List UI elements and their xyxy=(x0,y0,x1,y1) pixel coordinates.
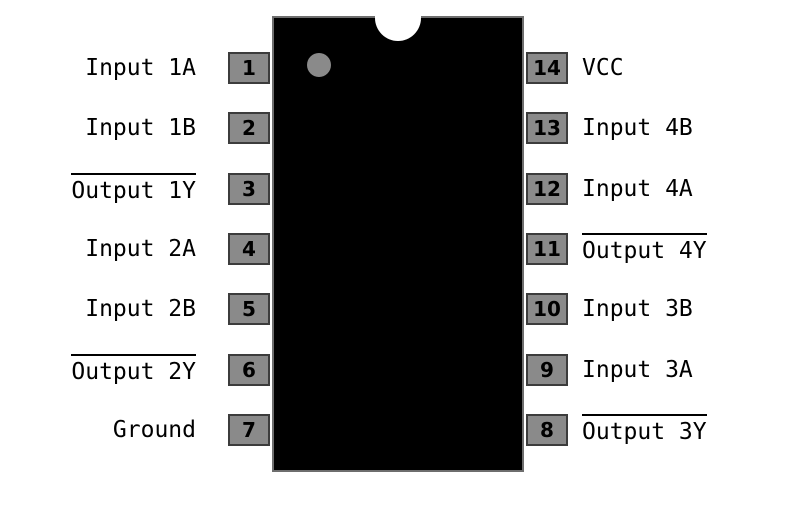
pin-1-indicator-dot xyxy=(307,53,331,77)
pin-8: 8 xyxy=(526,414,568,446)
pin-2-label: Input 1B xyxy=(85,115,196,141)
pin-7: 7 xyxy=(228,414,270,446)
pin-13-label: Input 4B xyxy=(582,115,693,141)
pin-4: 4 xyxy=(228,233,270,265)
pin-6-label: Output 2Y xyxy=(71,354,196,390)
pin-11-label: Output 4Y xyxy=(582,233,707,269)
pin-7-label: Ground xyxy=(112,417,196,443)
pin-14-label: VCC xyxy=(582,55,624,81)
pin-3: 3 xyxy=(228,173,270,205)
pin-5: 5 xyxy=(228,293,270,325)
pin-14: 14 xyxy=(526,52,568,84)
pin-9: 9 xyxy=(526,354,568,386)
pin-5-label: Input 2B xyxy=(85,296,196,322)
pin-13: 13 xyxy=(526,112,568,144)
pin-3-label: Output 1Y xyxy=(71,173,196,209)
pin-2: 2 xyxy=(228,112,270,144)
pin-10: 10 xyxy=(526,293,568,325)
pin-4-label: Input 2A xyxy=(85,236,196,262)
pin-1-label: Input 1A xyxy=(85,55,196,81)
pin-11: 11 xyxy=(526,233,568,265)
pin-10-label: Input 3B xyxy=(582,296,693,322)
pin-6: 6 xyxy=(228,354,270,386)
pin-12-label: Input 4A xyxy=(582,176,693,202)
pin-12: 12 xyxy=(526,173,568,205)
pin-8-label: Output 3Y xyxy=(582,414,707,450)
pin-9-label: Input 3A xyxy=(582,357,693,383)
ic-chip-body xyxy=(272,16,524,472)
pin-1: 1 xyxy=(228,52,270,84)
